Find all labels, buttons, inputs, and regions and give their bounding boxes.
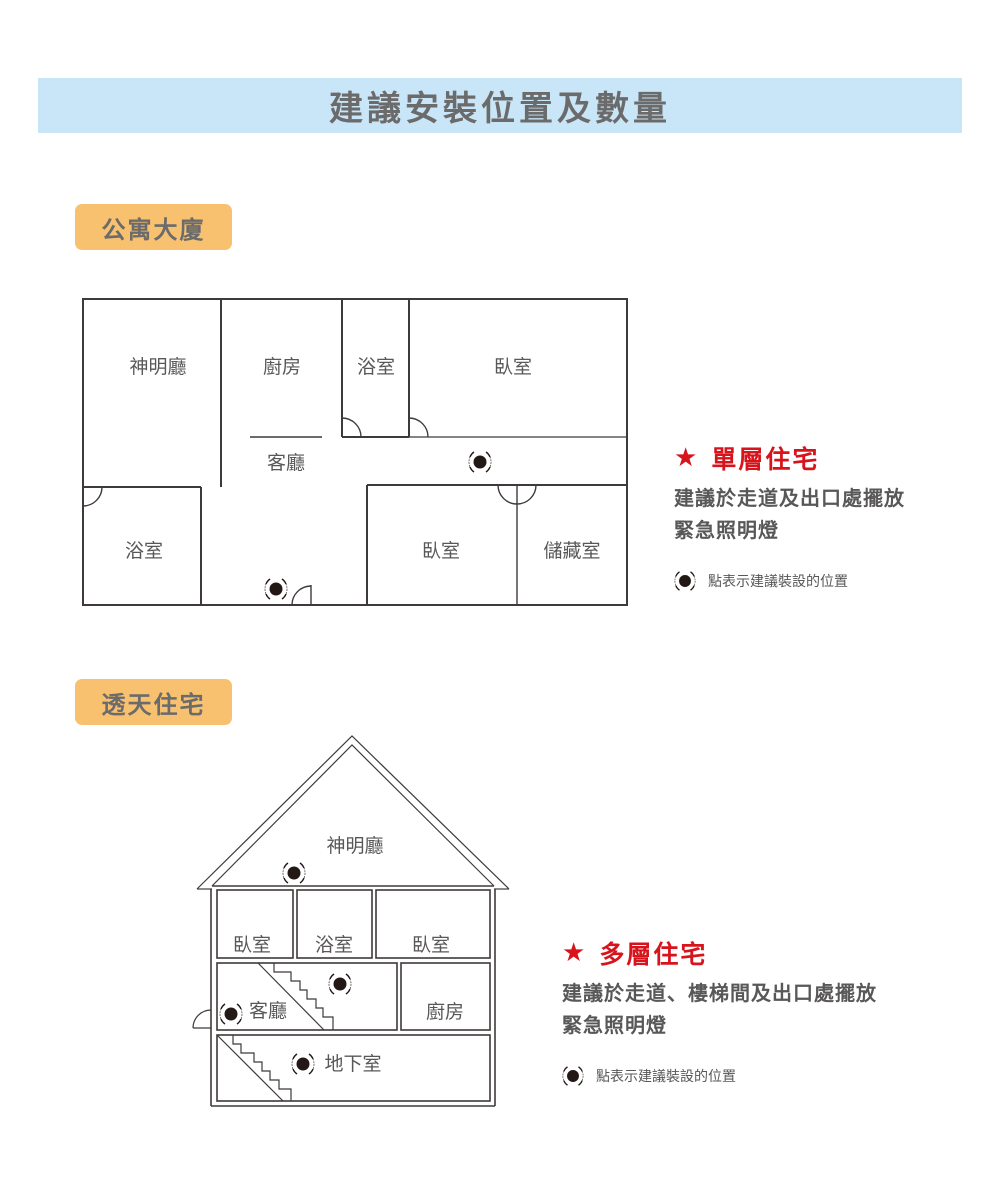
room-label-bath: 浴室	[315, 934, 353, 956]
section-tag-label: 透天住宅	[101, 690, 206, 719]
section-tag-house: 透天住宅	[75, 679, 232, 725]
star-icon: ★	[674, 443, 700, 473]
legend-heading: ★ 單層住宅	[674, 440, 974, 476]
emergency-light-icon	[291, 1053, 315, 1075]
emergency-light-icon	[468, 451, 492, 473]
emergency-light-icon	[282, 862, 306, 884]
room-label-storage: 儲藏室	[543, 540, 600, 562]
star-icon: ★	[562, 938, 588, 968]
legend-desc-line: 緊急照明燈	[562, 1013, 667, 1037]
legend-description: 建議於走道、樓梯間及出口處擺放 緊急照明燈	[562, 977, 962, 1041]
emergency-light-icon	[264, 578, 288, 600]
house-room-labels: 神明廳 臥室 浴室 臥室 客廳 廚房 地下室	[233, 835, 464, 1075]
room-label-bath-left: 浴室	[125, 540, 163, 562]
room-label-kitchen: 廚房	[263, 355, 301, 378]
apartment-floor-plan	[82, 298, 628, 606]
legend-heading-text: 多層住宅	[599, 940, 708, 969]
section-tag-apartment: 公寓大廈	[75, 204, 232, 250]
room-label-bedroom-top: 臥室	[494, 356, 532, 378]
emergency-light-icon	[219, 1003, 243, 1025]
legend-desc-line: 建議於走道、樓梯間及出口處擺放	[562, 981, 877, 1005]
legend-note-text: 點表示建議裝設的位置	[708, 574, 848, 590]
room-label-kitchen: 廚房	[426, 1000, 464, 1023]
legend-note: 點表示建議裝設的位置	[562, 1065, 962, 1087]
legend-heading: ★ 多層住宅	[562, 935, 962, 971]
apartment-room-labels: 神明廳 廚房 浴室 臥室 客廳 浴室 臥室 儲藏室	[125, 355, 601, 562]
legend-desc-line: 緊急照明燈	[674, 518, 779, 542]
room-label-living: 客廳	[249, 1000, 287, 1022]
room-label-bedroom-left: 臥室	[233, 934, 271, 956]
house-cross-section	[192, 735, 510, 1107]
room-label-living: 客廳	[267, 452, 305, 474]
legend-multi-story: ★ 多層住宅 建議於走道、樓梯間及出口處擺放 緊急照明燈 點表示建議裝設的位置	[562, 935, 962, 1087]
room-label-bath-top: 浴室	[357, 356, 395, 378]
room-label-basement: 地下室	[324, 1053, 381, 1075]
title-bar: 建議安裝位置及數量	[38, 78, 962, 133]
legend-note: 點表示建議裝設的位置	[674, 570, 974, 592]
legend-heading-text: 單層住宅	[711, 445, 820, 474]
room-label-shrine: 神明廳	[129, 356, 186, 378]
page-title: 建議安裝位置及數量	[329, 89, 671, 129]
emergency-light-icon	[674, 571, 696, 591]
legend-note-text: 點表示建議裝設的位置	[596, 1069, 736, 1085]
emergency-light-icon	[328, 973, 352, 995]
room-label-bedroom-bottom: 臥室	[422, 540, 460, 562]
room-label-bedroom-right: 臥室	[412, 934, 450, 956]
legend-description: 建議於走道及出口處擺放 緊急照明燈	[674, 482, 974, 546]
legend-desc-line: 建議於走道及出口處擺放	[674, 486, 905, 510]
room-label-shrine: 神明廳	[326, 835, 383, 857]
legend-single-story: ★ 單層住宅 建議於走道及出口處擺放 緊急照明燈 點表示建議裝設的位置	[674, 440, 974, 592]
emergency-light-icon	[562, 1066, 584, 1086]
section-tag-label: 公寓大廈	[101, 215, 206, 244]
